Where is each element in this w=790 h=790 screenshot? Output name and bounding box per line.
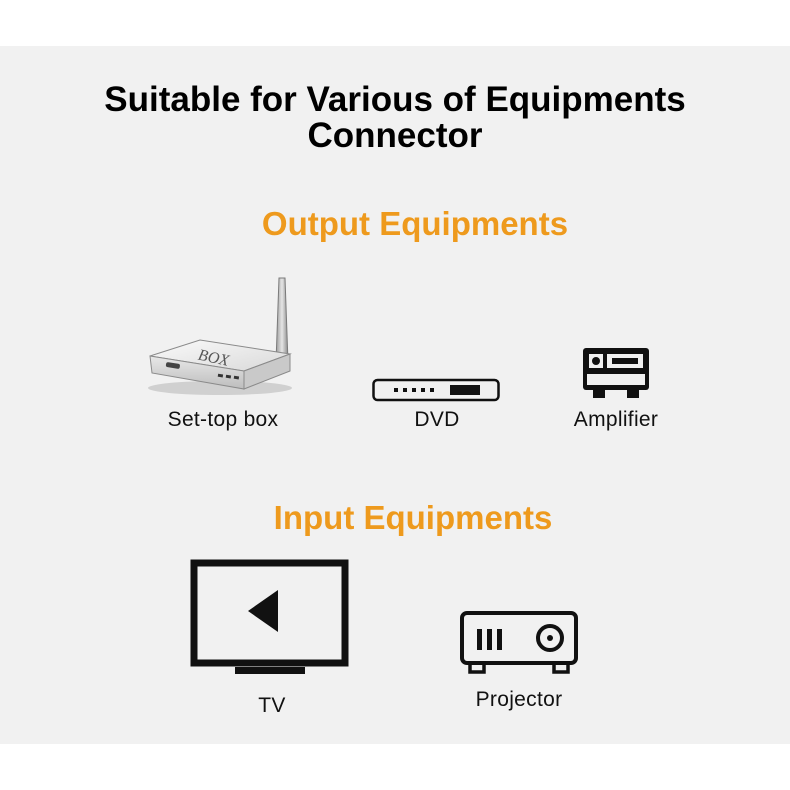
set-top-box-logo-text: BOX <box>197 347 232 370</box>
tv-device: TV <box>190 558 350 728</box>
dvd-player-icon <box>372 378 500 402</box>
amplifier-icon <box>583 348 649 398</box>
set-top-box-icon: BOX <box>148 277 292 395</box>
page-title-line-2: Connector <box>307 116 483 155</box>
set-top-box-label: Set-top box <box>167 408 279 431</box>
output-equipments-heading: Output Equipments <box>261 205 569 242</box>
tv-label: TV <box>258 694 286 717</box>
dvd-label: DVD <box>414 408 460 431</box>
set-top-box-device: BOX Set-top box <box>140 270 300 431</box>
projector-label: Projector <box>475 688 563 711</box>
background-panel <box>0 46 790 744</box>
projector-icon <box>460 611 578 674</box>
tv-icon <box>190 559 349 674</box>
projector-device: Projector <box>455 608 583 718</box>
amplifier-label: Amplifier <box>573 408 659 431</box>
page-title-line-1: Suitable for Various of Equipments <box>104 80 686 119</box>
input-equipments-heading: Input Equipments <box>273 499 553 536</box>
dvd-device: DVD <box>372 378 502 438</box>
amplifier-device: Amplifier <box>560 346 670 436</box>
